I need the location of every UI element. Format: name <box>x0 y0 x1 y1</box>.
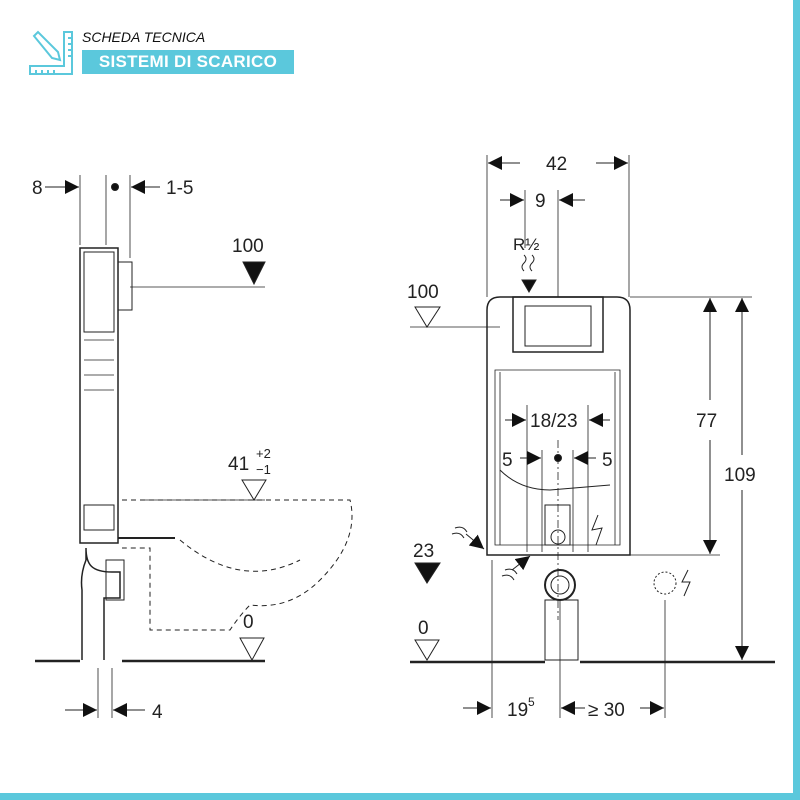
dim-wall-offset: 8 <box>32 178 43 199</box>
dim-drain-offset-sup: 5 <box>528 695 535 709</box>
dim-height-frame: 77 <box>696 411 717 432</box>
dim-supply-offset: 9 <box>535 191 546 212</box>
dim-left: 5 <box>502 450 513 471</box>
dim-socket: ≥ 30 <box>588 700 625 721</box>
electric-icon <box>591 514 603 546</box>
header-subtitle: SCHEDA TECNICA <box>82 29 206 45</box>
frame-border-right <box>793 0 800 800</box>
front-view <box>410 155 775 718</box>
level-seat: 41 <box>228 454 249 475</box>
level-seat-tol-plus: +2 <box>256 446 271 461</box>
dim-width: 42 <box>546 154 567 175</box>
dim-pipe: 4 <box>152 702 163 723</box>
pipe-clamp <box>105 559 125 601</box>
side-view-labels: 8 1-5 100 41 +2 −1 0 4 <box>32 178 271 723</box>
level-seat-tol-minus: −1 <box>256 462 271 477</box>
level-floor: 0 <box>243 612 254 633</box>
water-supply-icon <box>521 254 535 272</box>
toilet-outline <box>122 499 353 631</box>
center-dot <box>111 183 119 191</box>
dim-height-total: 109 <box>724 465 756 486</box>
water-inlet-icon <box>501 568 518 581</box>
level-drain: 23 <box>413 541 434 562</box>
frame-front <box>486 296 631 556</box>
electric-icon <box>681 569 691 597</box>
center-dot <box>554 454 562 462</box>
electrical-box-icon <box>653 571 677 595</box>
extension-lines <box>410 155 752 718</box>
level-marker-open <box>239 637 265 662</box>
level-marker-filled <box>242 261 266 286</box>
cistern-side <box>83 251 115 333</box>
dim-right: 5 <box>602 450 613 471</box>
ruler-pencil-logo-icon <box>29 30 73 75</box>
level-marker-open <box>241 479 267 501</box>
extension-lines <box>79 175 131 258</box>
dim-bolts: 18/23 <box>530 411 578 432</box>
drain-fitting <box>544 569 576 601</box>
frame-side <box>79 247 119 544</box>
level-top: 100 <box>232 236 264 257</box>
dim-adjust: 1-5 <box>166 178 193 199</box>
header-badge: SISTEMI DI SCARICO <box>82 50 294 74</box>
level-floor: 0 <box>418 618 429 639</box>
actuator-opening <box>512 296 604 353</box>
actuator-box <box>117 261 133 311</box>
front-view-labels: 42 9 R½ 100 18/23 5 5 77 109 23 0 19 5 ≥… <box>407 154 756 721</box>
water-inlet-icon <box>451 526 468 539</box>
supply-label: R½ <box>513 235 539 254</box>
frame-border-bottom <box>0 793 800 800</box>
level-top: 100 <box>407 282 439 303</box>
side-view <box>35 175 353 718</box>
cistern-bottom <box>499 469 611 491</box>
drain-pipe <box>544 599 579 661</box>
dim-drain-offset: 19 <box>507 700 528 721</box>
